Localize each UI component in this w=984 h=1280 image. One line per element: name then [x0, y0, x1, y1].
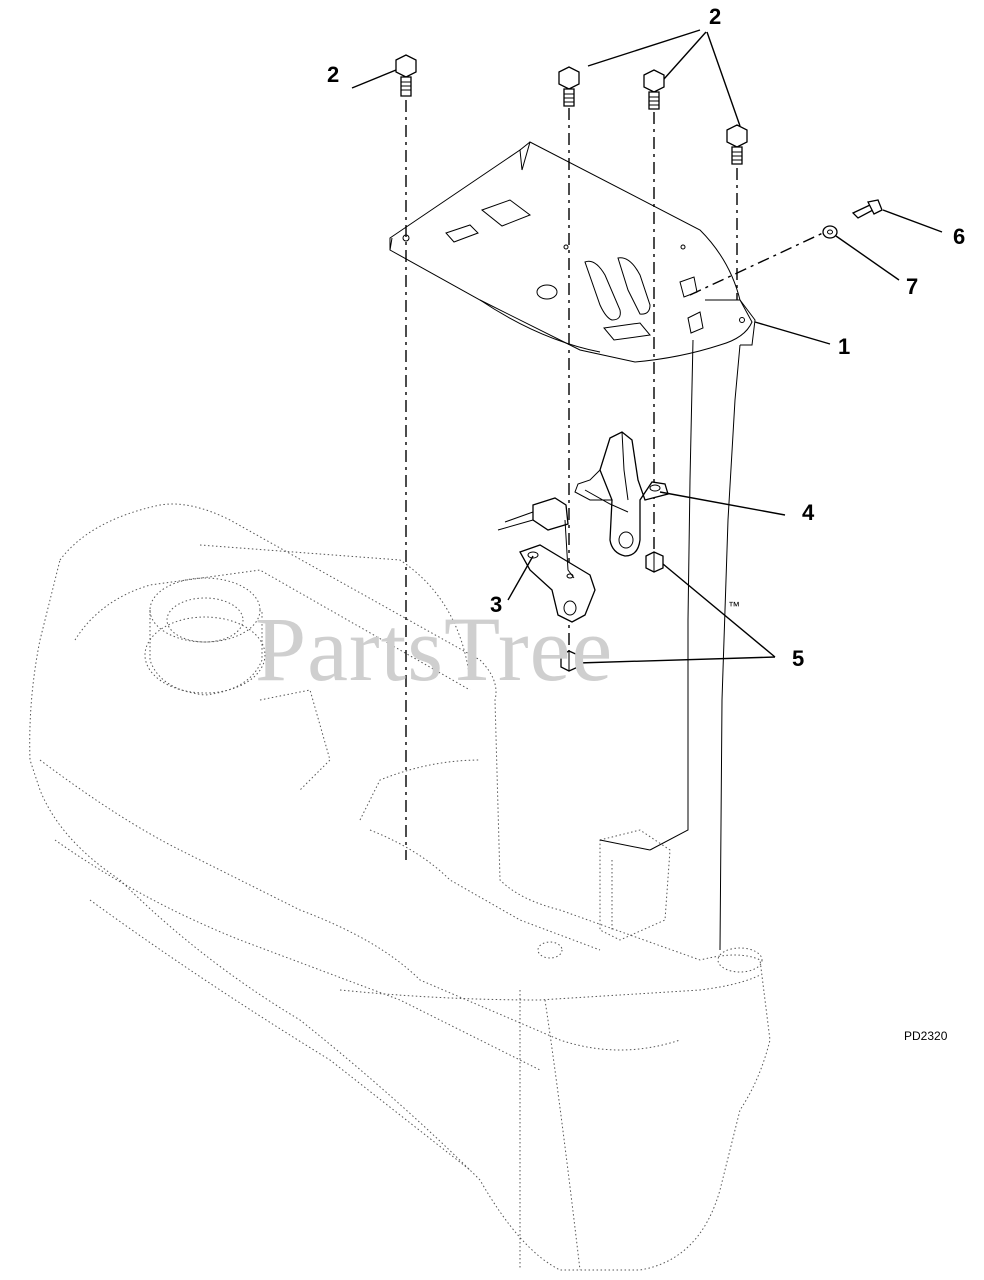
watermark: PartsTree: [255, 598, 613, 700]
bolt-icon: [558, 66, 580, 107]
callout-1: 1: [838, 334, 850, 359]
callout-5: 5: [792, 646, 804, 671]
bolt-icon: [395, 54, 417, 97]
fuel-tank-outline: [29, 503, 771, 1271]
bolt-icon: [643, 69, 665, 110]
nut-icon: [560, 650, 579, 672]
callout-2-top: 2: [709, 4, 721, 29]
screw-icon: [851, 199, 883, 219]
callout-6: 6: [953, 224, 965, 249]
leader-lines: [351, 29, 943, 664]
drawing-code: PD2320: [904, 1029, 948, 1043]
washer-icon: [822, 225, 838, 239]
nut-icon: [645, 551, 664, 573]
dash-panel: [389, 141, 756, 951]
bracket-3-icon: [497, 497, 596, 623]
bolt-icon: [726, 124, 748, 165]
callout-2-left: 2: [327, 62, 339, 87]
bracket-4-icon: [574, 431, 669, 557]
callout-7: 7: [906, 274, 918, 299]
callout-4: 4: [802, 500, 815, 525]
callout-3: 3: [490, 592, 502, 617]
watermark-trademark: ™: [728, 599, 740, 613]
